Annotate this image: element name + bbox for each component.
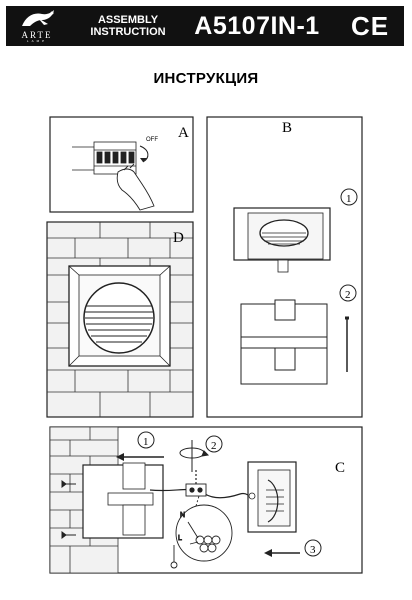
model-number: A5107IN-1 bbox=[194, 12, 320, 40]
step-2-marker: 2 bbox=[339, 284, 357, 302]
panel-b: B 1 2 bbox=[206, 116, 363, 418]
logo-text: ARTE bbox=[21, 30, 53, 40]
step-1-marker-c: 1 bbox=[116, 431, 164, 461]
svg-text:1: 1 bbox=[346, 193, 352, 205]
logo-icon bbox=[22, 10, 54, 26]
fixture-front-view bbox=[233, 207, 331, 273]
rotate-arrow-icon bbox=[179, 440, 210, 472]
page-title: ИНСТРУКЦИЯ bbox=[153, 70, 259, 87]
svg-text:2: 2 bbox=[211, 440, 217, 452]
assembly-line-1: ASSEMBLY bbox=[97, 14, 159, 26]
screwdriver-icon bbox=[345, 316, 349, 372]
step-3-marker-c: 3 bbox=[264, 539, 322, 557]
panel-c: C bbox=[49, 426, 363, 574]
svg-text:1: 1 bbox=[143, 436, 149, 448]
connector-detail: N L bbox=[170, 495, 233, 569]
ce-mark: CE bbox=[350, 11, 390, 41]
step-2-marker-c: 2 bbox=[205, 435, 223, 453]
logo: ARTE LAMP bbox=[8, 8, 66, 44]
fixture-installed bbox=[68, 265, 171, 367]
switch-arrow bbox=[139, 145, 149, 163]
logo-subtext: LAMP bbox=[26, 39, 48, 43]
assembly-instruction-label: ASSEMBLY INSTRUCTION bbox=[78, 14, 178, 38]
step-1-marker: 1 bbox=[340, 188, 358, 206]
wiring bbox=[149, 470, 253, 501]
fixture-side bbox=[247, 461, 297, 533]
panel-d-label: D bbox=[173, 230, 184, 246]
mounting-box bbox=[240, 299, 328, 385]
screw-icon bbox=[61, 480, 76, 539]
wire-n-label: N bbox=[180, 512, 185, 519]
wire-l-label: L bbox=[178, 535, 182, 542]
header-bar: ARTE LAMP ASSEMBLY INSTRUCTION A5107IN-1… bbox=[6, 6, 404, 46]
panel-a-label: A bbox=[178, 125, 189, 141]
off-label: OFF bbox=[146, 137, 158, 143]
assembly-line-2: INSTRUCTION bbox=[90, 26, 166, 38]
panel-d: D bbox=[46, 221, 194, 418]
svg-text:3: 3 bbox=[310, 544, 316, 556]
hand-icon bbox=[116, 163, 155, 211]
panel-a: A OFF bbox=[49, 116, 194, 213]
mounting-box-side bbox=[82, 462, 164, 539]
svg-text:2: 2 bbox=[345, 289, 351, 301]
panel-c-label: C bbox=[335, 460, 345, 476]
panel-b-label: B bbox=[282, 120, 292, 136]
